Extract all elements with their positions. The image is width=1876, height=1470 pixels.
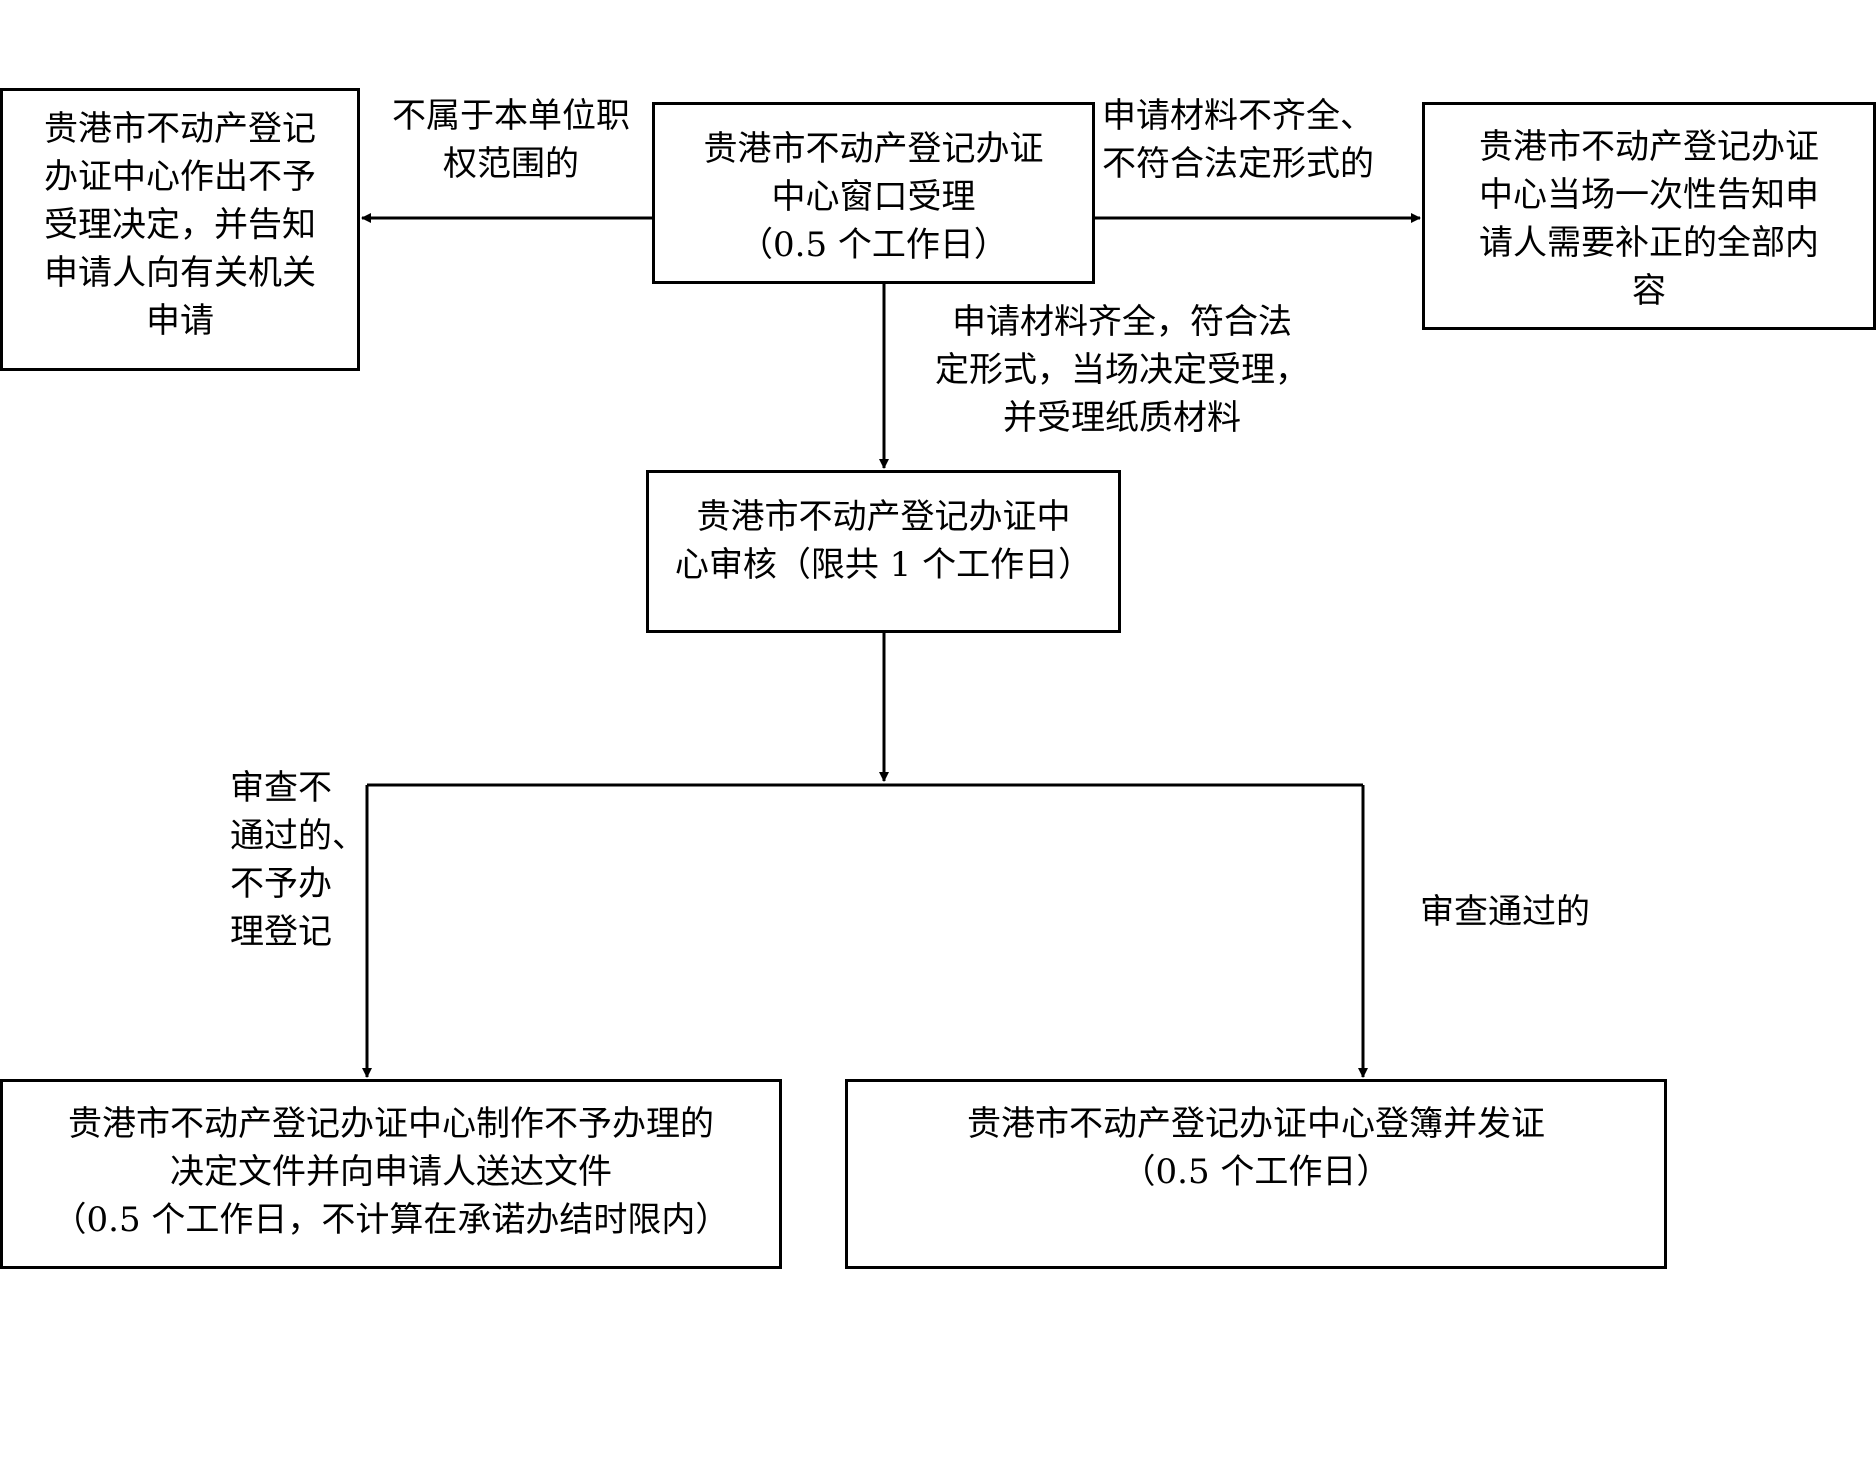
node-text-line: 贵港市不动产登记办证中 (696, 497, 1071, 537)
edge-label-line: 不属于本单位职 (392, 96, 630, 136)
edge-label-line: 申请材料齐全，符合法 (952, 302, 1292, 342)
node-text-line: 贵港市不动产登记办证 (703, 129, 1044, 169)
node-text-line: 中心窗口受理 (771, 177, 976, 217)
edge-label-complete-materials: 申请材料齐全，符合法 定形式，当场决定受理， 并受理纸质材料 (935, 298, 1309, 442)
node-refusal-document: 贵港市不动产登记办证中心制作不予办理的 决定文件并向申请人送达文件 （0.5 个… (0, 1079, 782, 1269)
edge-label-line: 并受理纸质材料 (1003, 398, 1241, 438)
node-text-line: 办证中心作出不予 (44, 157, 316, 197)
node-text-line: 容 (1632, 271, 1666, 311)
edge-label-line: 理登记 (230, 912, 332, 952)
node-text-line: 申请 (146, 301, 214, 341)
node-text-line: （0.5 个工作日） (739, 225, 1008, 265)
edge-label-line: 不符合法定形式的 (1102, 144, 1374, 184)
node-text-line: 心审核（限共 1 个工作日） (674, 545, 1093, 585)
node-text-line: 请人需要补正的全部内 (1479, 223, 1819, 263)
node-reject-not-accepted: 贵港市不动产登记 办证中心作出不予 受理决定，并告知 申请人向有关机关 申请 (0, 88, 360, 371)
edge-label-not-in-scope: 不属于本单位职 权范围的 (392, 92, 630, 188)
node-text-line: 贵港市不动产登记办证中心登簿并发证 (967, 1104, 1545, 1144)
node-text-line: 贵港市不动产登记办证中心制作不予办理的 (67, 1104, 714, 1144)
edge-label-line: 通过的、 (230, 816, 366, 856)
node-text-line: 贵港市不动产登记 (44, 109, 316, 149)
node-text-line: 决定文件并向申请人送达文件 (169, 1152, 612, 1192)
node-text-line: 申请人向有关机关 (44, 253, 316, 293)
edge-label-incomplete-materials: 申请材料不齐全、 不符合法定形式的 (1102, 92, 1374, 188)
node-text-line: （0.5 个工作日） (1121, 1152, 1391, 1192)
node-notify-supplement: 贵港市不动产登记办证 中心当场一次性告知申 请人需要补正的全部内 容 (1422, 102, 1876, 330)
node-register-issue: 贵港市不动产登记办证中心登簿并发证 （0.5 个工作日） (845, 1079, 1667, 1269)
node-text-line: （0.5 个工作日，不计算在承诺办结时限内） (52, 1200, 730, 1240)
node-window-acceptance: 贵港市不动产登记办证 中心窗口受理 （0.5 个工作日） (652, 102, 1095, 284)
edge-label-line: 申请材料不齐全、 (1102, 96, 1374, 136)
node-text-line: 中心当场一次性告知申 (1479, 175, 1819, 215)
edge-label-review-passed: 审查通过的 (1420, 888, 1590, 936)
edge-label-review-failed: 审查不 通过的、 不予办 理登记 (230, 764, 366, 956)
edge-label-line: 审查通过的 (1420, 892, 1590, 932)
edge-label-line: 权范围的 (443, 144, 579, 184)
edge-label-line: 不予办 (230, 864, 332, 904)
node-text-line: 受理决定，并告知 (44, 205, 316, 245)
edge-label-line: 定形式，当场决定受理， (935, 350, 1309, 390)
edge-label-line: 审查不 (230, 768, 332, 808)
node-text-line: 贵港市不动产登记办证 (1479, 127, 1819, 167)
node-review: 贵港市不动产登记办证中 心审核（限共 1 个工作日） (646, 470, 1121, 633)
